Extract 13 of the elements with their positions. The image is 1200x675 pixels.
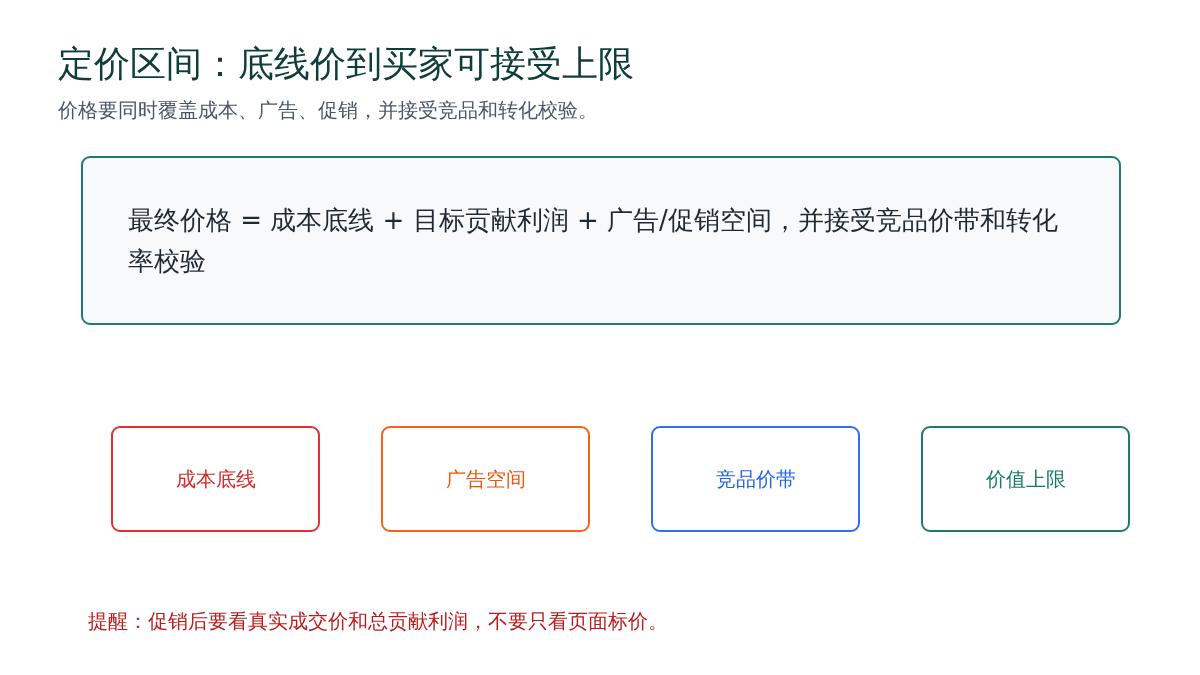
category-label: 成本底线 <box>175 466 256 493</box>
category-panel <box>381 426 590 532</box>
reminder-note: 提醒：促销后要看真实成交价和总贡献利润，不要只看页面标价。 <box>88 608 668 635</box>
category-label: 竞品价带 <box>715 466 796 493</box>
diagram-title: 定价区间：底线价到买家可接受上限 <box>58 42 634 86</box>
category-label: 广告空间 <box>445 466 526 493</box>
subtitle-text: 价格要同时覆盖成本、广告、促销，并接受竞品和转化校验。 <box>58 97 598 124</box>
formula-panel <box>81 156 1121 325</box>
category-panel <box>111 426 320 532</box>
category-label: 价值上限 <box>985 466 1066 493</box>
category-panel <box>651 426 860 532</box>
formula-text: 最终价格 = 成本底线 + 目标贡献利润 + 广告/促销空间，并接受竞品价带和转化率校验 <box>128 203 1059 278</box>
category-panel <box>921 426 1130 532</box>
